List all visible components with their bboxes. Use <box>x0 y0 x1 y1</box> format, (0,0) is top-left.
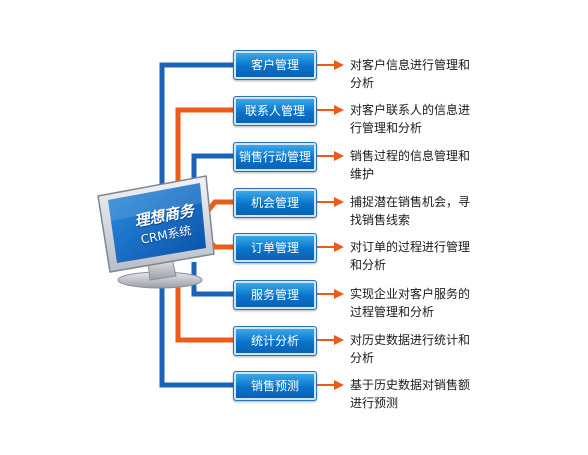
desc-line: 对客户信息进行管理和 <box>350 58 471 72</box>
connector-service <box>191 262 233 297</box>
desc-line: 基于历史数据对销售额 <box>350 378 471 392</box>
desc-line: 分析 <box>350 76 375 90</box>
desc-line: 和分析 <box>350 258 387 272</box>
desc-line: 捕捉潜在销售机会，寻 <box>350 195 471 209</box>
module-order[interactable]: 订单管理 <box>233 233 317 263</box>
desc-order: 对订单的过程进行管理 和分析 <box>350 238 476 274</box>
desc-line: 分析 <box>350 351 375 365</box>
module-customer[interactable]: 客户管理 <box>233 50 317 80</box>
desc-line: 对订单的过程进行管理 <box>350 240 471 254</box>
desc-line: 行管理和分析 <box>350 121 423 135</box>
desc-line: 实现企业对客户服务的 <box>350 287 471 301</box>
desc-service: 实现企业对客户服务的 过程管理和分析 <box>350 285 476 321</box>
desc-customer: 对客户信息进行管理和 分析 <box>350 56 476 92</box>
monitor-icon <box>97 175 215 289</box>
desc-line: 进行预测 <box>350 396 399 410</box>
connector-contacts <box>175 107 233 190</box>
desc-opportunity: 捕捉潜在销售机会，寻 找销售线索 <box>350 193 476 229</box>
arrows <box>317 60 344 390</box>
connector-forecast <box>159 278 233 388</box>
desc-line: 销售过程的信息管理和 <box>350 149 471 163</box>
desc-forecast: 基于历史数据对销售额 进行预测 <box>350 376 476 412</box>
connector-customer <box>159 62 233 199</box>
module-stats[interactable]: 统计分析 <box>233 326 317 356</box>
desc-sales-action: 销售过程的信息管理和 维护 <box>350 147 476 183</box>
connector-stats <box>175 280 233 343</box>
module-contacts[interactable]: 联系人管理 <box>233 96 317 126</box>
desc-stats: 对历史数据进行统计和 分析 <box>350 331 476 367</box>
desc-line: 维护 <box>350 167 375 181</box>
desc-contacts: 对客户联系人的信息进 行管理和分析 <box>350 101 476 137</box>
module-opportunity[interactable]: 机会管理 <box>233 188 317 218</box>
desc-line: 找销售线索 <box>350 213 411 227</box>
desc-line: 过程管理和分析 <box>350 305 435 319</box>
desc-line: 对客户联系人的信息进 <box>350 103 471 117</box>
module-sales-action[interactable]: 销售行动管理 <box>233 142 317 172</box>
module-service[interactable]: 服务管理 <box>233 280 317 310</box>
module-forecast[interactable]: 销售预测 <box>233 371 317 401</box>
desc-line: 对历史数据进行统计和 <box>350 333 471 347</box>
